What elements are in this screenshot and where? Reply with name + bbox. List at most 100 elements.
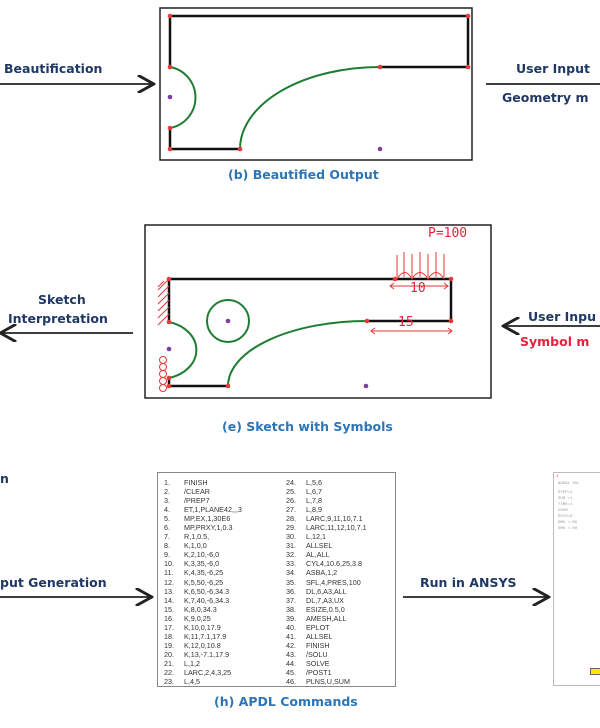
line-number: 27. bbox=[286, 505, 296, 515]
pressure-load-arrows bbox=[396, 252, 445, 281]
line-number: 12. bbox=[164, 577, 174, 587]
command-line: 3./PREP7 bbox=[164, 496, 242, 505]
command-line: 9. K,2,10,-6,0 bbox=[164, 550, 242, 559]
interpretation-label: Interpretation bbox=[8, 311, 108, 326]
user-input-label-2: User Inpu bbox=[528, 309, 596, 324]
command-text: L,8,9 bbox=[306, 505, 322, 515]
command-text: K,7,40,-6,34.3 bbox=[184, 595, 230, 605]
line-number: 39. bbox=[286, 613, 296, 623]
command-line: 30. L,12,1 bbox=[286, 532, 367, 541]
line-number: 36. bbox=[286, 586, 296, 596]
command-text: L,12,1 bbox=[306, 532, 326, 542]
command-line: 26.L,7,8 bbox=[286, 496, 367, 505]
contour-legend-bar bbox=[590, 668, 600, 675]
command-line: 25.L,6,7 bbox=[286, 487, 367, 496]
command-line: 19.K,12,0,10.8 bbox=[164, 641, 242, 650]
command-line: 27. L,8,9 bbox=[286, 505, 367, 514]
command-line: 21.L,1,2 bbox=[164, 659, 242, 668]
command-text: K,10,0,17.9 bbox=[184, 622, 221, 632]
command-text: K,11,7.1,17.9 bbox=[184, 631, 227, 641]
line-number: 35. bbox=[286, 577, 296, 587]
line-number: 22. bbox=[164, 667, 174, 677]
command-line: 24.L,5,6 bbox=[286, 478, 367, 487]
command-text: K,2,10,-6,0 bbox=[184, 550, 220, 560]
command-text: FINISH bbox=[184, 478, 208, 487]
command-line: 32.AL,ALL bbox=[286, 550, 367, 559]
command-text: ESIZE,0.5,0 bbox=[306, 604, 345, 614]
line-number: 46. bbox=[286, 677, 296, 687]
ansys-text-line: USUM bbox=[558, 509, 568, 513]
command-text: MP,EX,1,30E6 bbox=[184, 514, 231, 524]
command-text: LARC,9,11,10,7.1 bbox=[306, 514, 363, 524]
command-line: 20.K,13,-7.1,17.9 bbox=[164, 650, 242, 659]
line-number: 30. bbox=[286, 532, 296, 542]
line-number: 41. bbox=[286, 631, 296, 641]
dimension-arrows bbox=[370, 282, 453, 335]
line-number: 10. bbox=[164, 559, 174, 569]
command-line: 2. /CLEAR bbox=[164, 487, 242, 496]
command-text: PLNS,U,SUM bbox=[306, 677, 350, 687]
command-text: MP,PRXY,1,0.3 bbox=[184, 523, 233, 533]
command-text: AMESH,ALL bbox=[306, 613, 347, 623]
command-line: 39. AMESH,ALL bbox=[286, 614, 367, 623]
line-number: 24. bbox=[286, 478, 296, 487]
command-text: K,8,0,34.3 bbox=[184, 604, 217, 614]
command-text: AL,ALL bbox=[306, 550, 330, 560]
command-line: 31.ALLSEL bbox=[286, 541, 367, 550]
apdl-commands-caption: (h) APDL Commands bbox=[214, 694, 358, 709]
line-number: 21. bbox=[164, 658, 174, 668]
line-number: 25. bbox=[286, 487, 296, 497]
command-line: 16.K,9,0,25 bbox=[164, 614, 242, 623]
input-generation-label: put Generation bbox=[0, 575, 107, 590]
command-line: 45./POST1 bbox=[286, 668, 367, 677]
command-text: /CLEAR bbox=[184, 487, 210, 497]
command-line: 17.K,10,0,17.9 bbox=[164, 623, 242, 632]
ansys-text-line: DMX =.00 bbox=[558, 521, 578, 525]
line-number: 2. bbox=[164, 487, 170, 497]
sketch-label: Sketch bbox=[38, 292, 86, 307]
ansys-text-line: TIME=1 bbox=[558, 503, 573, 507]
command-line: 40.EPLOT bbox=[286, 623, 367, 632]
line-number: 43. bbox=[286, 649, 296, 659]
command-text: LARC,11,12,10,7.1 bbox=[306, 523, 367, 533]
command-line: 42.FINISH bbox=[286, 641, 367, 650]
command-text: ASBA,1,2 bbox=[306, 568, 338, 578]
line-number: 7. bbox=[164, 532, 170, 542]
command-text: R,1,0.5, bbox=[184, 532, 210, 542]
command-line: 41. ALLSEL bbox=[286, 632, 367, 641]
line-number: 38. bbox=[286, 604, 296, 614]
command-text: DL,6,A3,ALL bbox=[306, 586, 347, 596]
line-number: 23. bbox=[164, 677, 174, 687]
command-text: ALLSEL bbox=[306, 631, 333, 641]
line-number: 44. bbox=[286, 658, 296, 668]
command-text: SFL,4,PRES,100 bbox=[306, 577, 361, 587]
command-text: K,6,50,-6,34.3 bbox=[184, 586, 230, 596]
ansys-text-line: SUB =1 bbox=[558, 497, 573, 501]
command-line: 12.K,5,50,-6,25 bbox=[164, 578, 242, 587]
command-text: /SOLU bbox=[306, 649, 328, 659]
command-line: 35. SFL,4,PRES,100 bbox=[286, 578, 367, 587]
line-number: 20. bbox=[164, 649, 174, 659]
command-line: 13.K,6,50,-6,34.3 bbox=[164, 587, 242, 596]
window-number: 1 bbox=[556, 475, 559, 479]
line-number: 29. bbox=[286, 523, 296, 533]
beautified-output-panel bbox=[159, 7, 473, 161]
line-number: 45. bbox=[286, 667, 296, 677]
command-line: 14.K,7,40,-6,34.3 bbox=[164, 596, 242, 605]
line-number: 6. bbox=[164, 523, 170, 533]
line-number: 1. bbox=[164, 478, 170, 487]
command-text: K,3,35,-6,0 bbox=[184, 559, 220, 569]
command-text: FINISH bbox=[306, 640, 330, 650]
command-line: 46. PLNS,U,SUM bbox=[286, 677, 367, 686]
command-text: L,7,8 bbox=[306, 496, 322, 506]
command-line: 23.L,4,5 bbox=[164, 677, 242, 686]
line-number: 15. bbox=[164, 604, 174, 614]
line-number: 9. bbox=[164, 550, 170, 560]
geometry-mode-label: Geometry m bbox=[502, 90, 589, 105]
